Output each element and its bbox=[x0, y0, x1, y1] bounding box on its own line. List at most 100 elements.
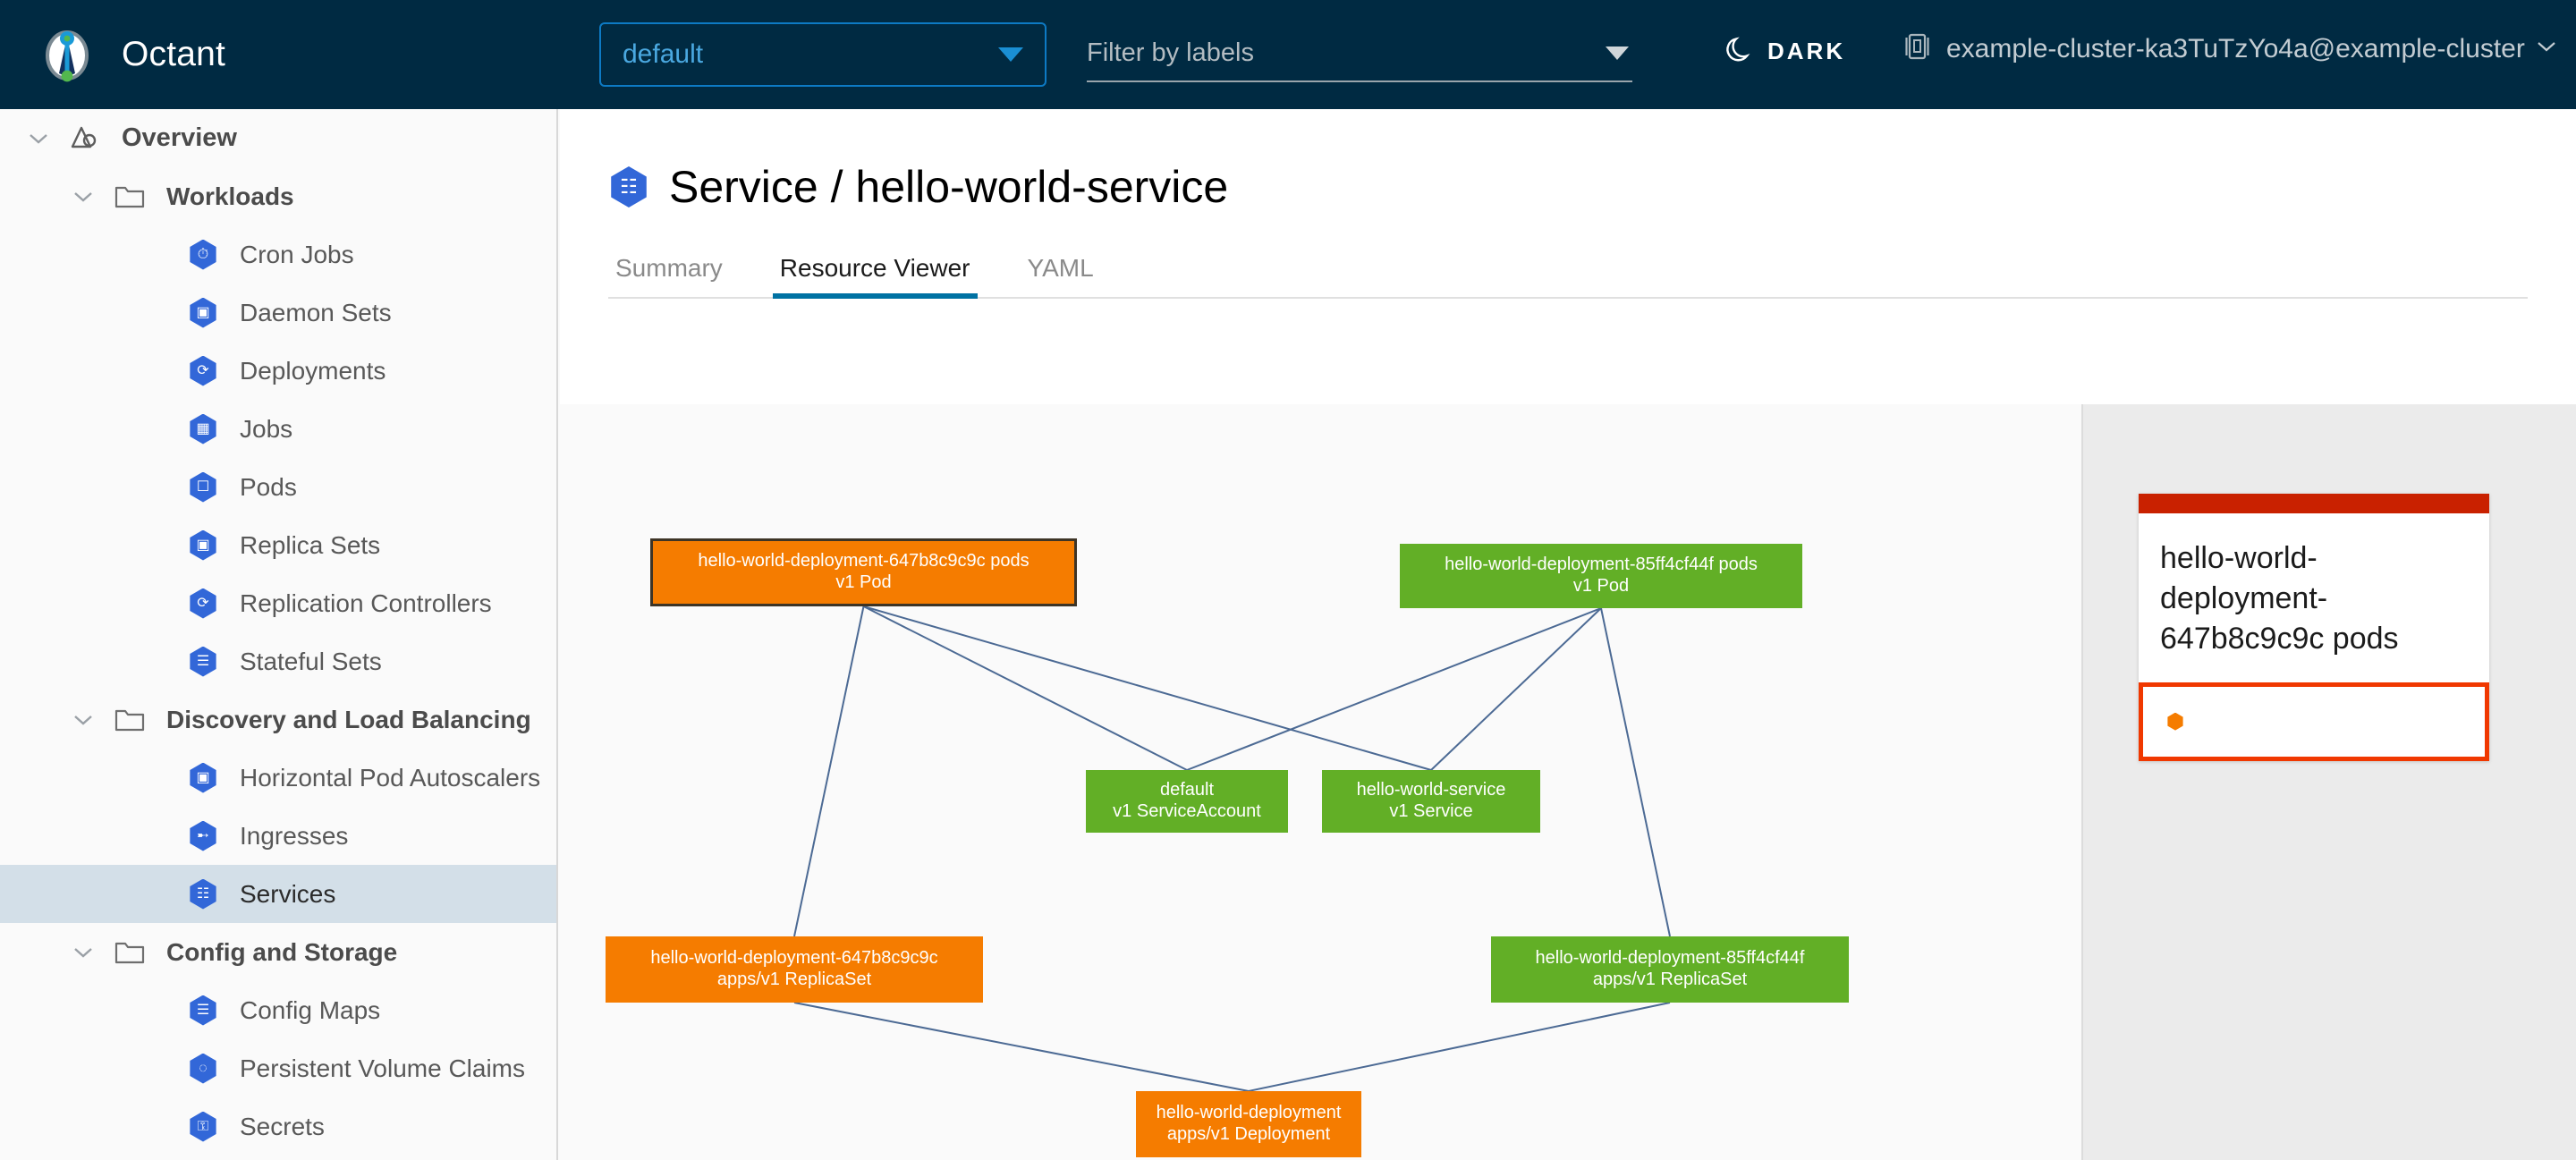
chevron-down-icon[interactable] bbox=[70, 707, 97, 733]
icon-glyph: ➸ bbox=[197, 827, 209, 843]
icon-glyph: ⚿ bbox=[197, 1118, 209, 1134]
detail-card-title: hello-world-deployment-647b8c9c9c pods bbox=[2160, 541, 2399, 656]
tab-summary[interactable]: Summary bbox=[615, 254, 723, 282]
sidebar-item-label: Replication Controllers bbox=[240, 588, 492, 617]
moon-icon bbox=[1724, 34, 1755, 69]
sidebar-item-stateful-sets[interactable]: ☰Stateful Sets bbox=[0, 632, 556, 690]
graph-node-name: hello-world-deployment-647b8c9c9c bbox=[650, 948, 938, 969]
warning-hexagon-icon bbox=[2167, 712, 2183, 731]
detail-card-status-section[interactable] bbox=[2139, 682, 2489, 761]
icon-glyph: ☷ bbox=[196, 885, 210, 902]
services-icon-shape: ☷ bbox=[190, 878, 216, 910]
cron-jobs-icon: ⏱ bbox=[186, 238, 220, 272]
graph-edges bbox=[793, 605, 1671, 1092]
graph-edge bbox=[1186, 607, 1602, 771]
detail-side-panel: hello-world-deployment-647b8c9c9c pods bbox=[2081, 404, 2576, 1160]
sidebar-item-workloads[interactable]: Workloads bbox=[0, 167, 556, 225]
chevron-spacer bbox=[143, 416, 170, 443]
sidebar-item-persistent-volume-claims[interactable]: ◌Persistent Volume Claims bbox=[0, 1039, 556, 1097]
sidebar-item-replication-controllers[interactable]: ⟳Replication Controllers bbox=[0, 574, 556, 632]
chevron-spacer bbox=[143, 241, 170, 268]
graph-edge bbox=[793, 605, 865, 937]
sidebar-item-label: Discovery and Load Balancing bbox=[166, 705, 531, 733]
octant-logo-icon bbox=[38, 25, 97, 84]
icon-glyph: ☐ bbox=[196, 478, 210, 495]
sidebar-item-label: Ingresses bbox=[240, 821, 349, 850]
sidebar-item-label: Overview bbox=[122, 123, 237, 152]
sidebar-item-label: Config Maps bbox=[240, 995, 381, 1024]
tab-bar[interactable]: Summary Resource Viewer YAML bbox=[608, 243, 2528, 299]
sidebar-item-replica-sets[interactable]: ▣Replica Sets bbox=[0, 516, 556, 574]
brand-name: Octant bbox=[122, 35, 226, 73]
icon-glyph: ☰ bbox=[196, 1002, 210, 1018]
page-title-text: Service / hello-world-service bbox=[669, 162, 1229, 212]
sidebar-item-config-maps[interactable]: ☰ Config Maps bbox=[0, 981, 556, 1039]
deployments-icon-shape: ⟳ bbox=[190, 355, 216, 386]
sidebar-item-label: Horizontal Pod Autoscalers bbox=[240, 763, 541, 792]
main-content: ☷ Service / hello-world-service Summary R… bbox=[560, 109, 2576, 1160]
sidebar-item-label: Cron Jobs bbox=[240, 240, 354, 268]
chevron-down-icon[interactable] bbox=[70, 183, 97, 210]
sidebar-item-cron-jobs[interactable]: ⏱ Cron Jobs bbox=[0, 225, 556, 284]
tab-yaml[interactable]: YAML bbox=[1027, 254, 1094, 282]
graph-node-name: hello-world-deployment-85ff4cf44f bbox=[1535, 948, 1805, 969]
detail-card-accent-bar bbox=[2139, 494, 2489, 513]
sidebar-item-ingresses[interactable]: ➸ Ingresses bbox=[0, 807, 556, 865]
services-glyph: ☷ bbox=[620, 175, 638, 198]
theme-toggle-button[interactable]: DARK bbox=[1724, 34, 1845, 69]
chevron-spacer bbox=[143, 474, 170, 501]
resource-viewer: hello-world-deployment-647b8c9c9c pods v1… bbox=[560, 404, 2576, 1160]
tab-resource-viewer[interactable]: Resource Viewer bbox=[772, 254, 978, 299]
cluster-picker[interactable]: example-cluster-ka3TuTzYo4a@example-clus… bbox=[1905, 32, 2557, 65]
label-filter-placeholder: Filter by labels bbox=[1087, 38, 1254, 67]
sidebar-item-horizontal-pod-autoscalers[interactable]: ▣ Horizontal Pod Autoscalers bbox=[0, 749, 556, 807]
sidebar-item-deployments[interactable]: ⟳ Deployments bbox=[0, 342, 556, 400]
top-header: Octant default Filter by labels DARK exa… bbox=[0, 0, 2576, 109]
brand[interactable]: Octant bbox=[38, 25, 225, 84]
sidebar-item-label: Services bbox=[240, 879, 336, 908]
chevron-down-icon bbox=[1606, 46, 1629, 60]
namespace-select[interactable]: default bbox=[599, 22, 1046, 87]
page-title: ☷ Service / hello-world-service bbox=[608, 161, 2576, 213]
cluster-name: example-cluster-ka3TuTzYo4a@example-clus… bbox=[1946, 33, 2525, 64]
graph-edge bbox=[863, 605, 1188, 771]
sidebar-item-secrets[interactable]: ⚿Secrets bbox=[0, 1097, 556, 1156]
pvc-icon-shape: ◌ bbox=[190, 1053, 216, 1084]
folder-icon bbox=[113, 180, 147, 214]
jobs-icon: ▦ bbox=[186, 412, 220, 446]
sidebar-item-overview[interactable]: Overview bbox=[0, 109, 556, 167]
sidebar-item-discovery-and-load-balancing[interactable]: Discovery and Load Balancing bbox=[0, 690, 556, 749]
graph-edge bbox=[793, 1002, 1250, 1092]
graph-node-kind: v1 Pod bbox=[835, 572, 892, 592]
replica-sets-icon: ▣ bbox=[186, 529, 220, 563]
pvc-icon: ◌ bbox=[186, 1052, 220, 1086]
sidebar-item-services[interactable]: ☷ Services bbox=[0, 865, 556, 923]
chevron-spacer bbox=[143, 300, 170, 326]
chevron-down-icon[interactable] bbox=[25, 125, 52, 152]
sidebar-item-pods[interactable]: ☐Pods bbox=[0, 458, 556, 516]
icon-glyph: ▣ bbox=[196, 537, 210, 553]
namespace-select-value: default bbox=[623, 39, 704, 69]
icon-glyph: ▦ bbox=[196, 420, 210, 436]
theme-toggle-label: DARK bbox=[1767, 38, 1846, 64]
icon-glyph: ◌ bbox=[199, 1060, 208, 1076]
detail-card[interactable]: hello-world-deployment-647b8c9c9c pods bbox=[2139, 494, 2489, 761]
sidebar-item-label: Deployments bbox=[240, 356, 386, 385]
sidebar-item-jobs[interactable]: ▦Jobs bbox=[0, 400, 556, 458]
daemon-sets-icon-shape: ▣ bbox=[190, 297, 216, 328]
sidebar-item-daemon-sets[interactable]: ▣Daemon Sets bbox=[0, 284, 556, 342]
icon-glyph: ▣ bbox=[196, 769, 210, 785]
chevron-down-icon[interactable] bbox=[70, 939, 97, 966]
label-filter-input[interactable]: Filter by labels bbox=[1087, 25, 1632, 82]
graph-node-name: default bbox=[1159, 780, 1215, 800]
sidebar-item-config-and-storage[interactable]: Config and Storage bbox=[0, 923, 556, 981]
